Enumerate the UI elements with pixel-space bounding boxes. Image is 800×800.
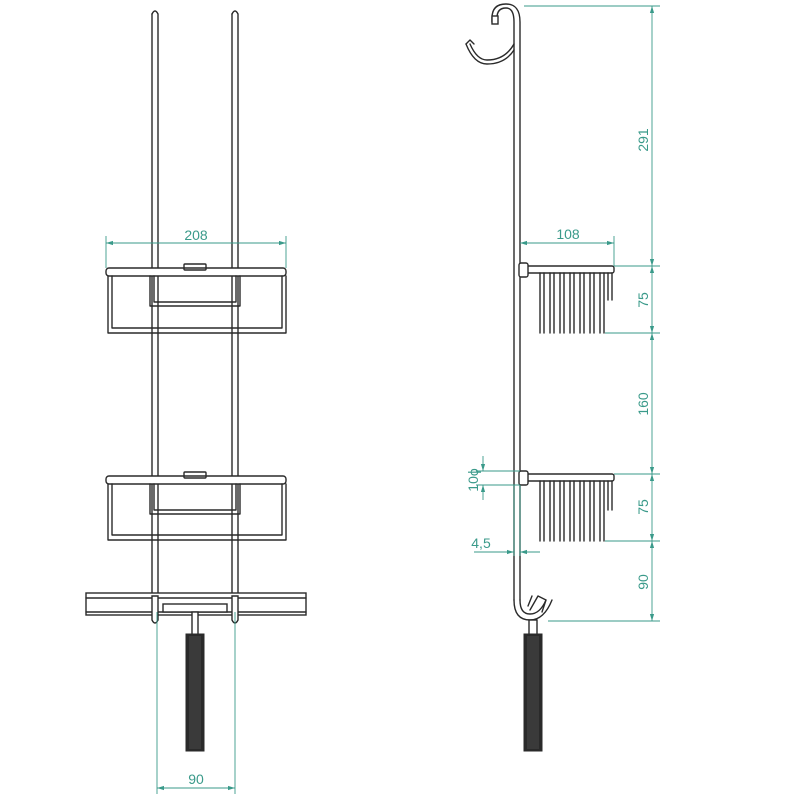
bottom-hook [513, 595, 553, 621]
top-hook [465, 3, 521, 601]
side-handle [523, 619, 543, 752]
side-dim-chain: 291 75 160 75 90 [524, 5, 660, 622]
lower-basket-tines [539, 480, 613, 542]
side-dim-offset: 4,5 [471, 485, 540, 556]
upper-basket-tines [539, 272, 613, 334]
front-dim-bottom: 90 [156, 612, 236, 794]
side-diameter-label: 10ϕ [465, 468, 481, 492]
lower-basket [105, 471, 287, 541]
side-offset-label: 4,5 [471, 535, 491, 551]
front-width-label: 208 [184, 227, 208, 243]
lower-side-basket [518, 470, 615, 542]
side-basket1-label: 75 [635, 292, 651, 308]
side-bottom-label: 90 [635, 574, 651, 590]
upper-basket [105, 263, 287, 334]
side-depth-label: 108 [556, 226, 580, 242]
side-dim-depth: 108 [520, 226, 615, 266]
front-bottom-label: 90 [188, 771, 204, 787]
diameter-symbol: ϕ [465, 468, 481, 476]
diameter-value: 10 [465, 476, 481, 492]
side-gap-label: 160 [635, 392, 651, 416]
side-basket2-label: 75 [635, 499, 651, 515]
upper-side-basket [518, 262, 615, 334]
left-rod [151, 10, 159, 601]
side-view: 291 75 160 75 90 108 10ϕ 4,5 [465, 3, 660, 752]
front-view: 208 90 [85, 10, 307, 794]
front-dim-width: 208 [105, 227, 287, 268]
right-rod [231, 10, 239, 601]
side-dim-diameter: 10ϕ [465, 456, 520, 500]
squeegee-handle [185, 611, 205, 752]
side-top-label: 291 [635, 128, 651, 152]
